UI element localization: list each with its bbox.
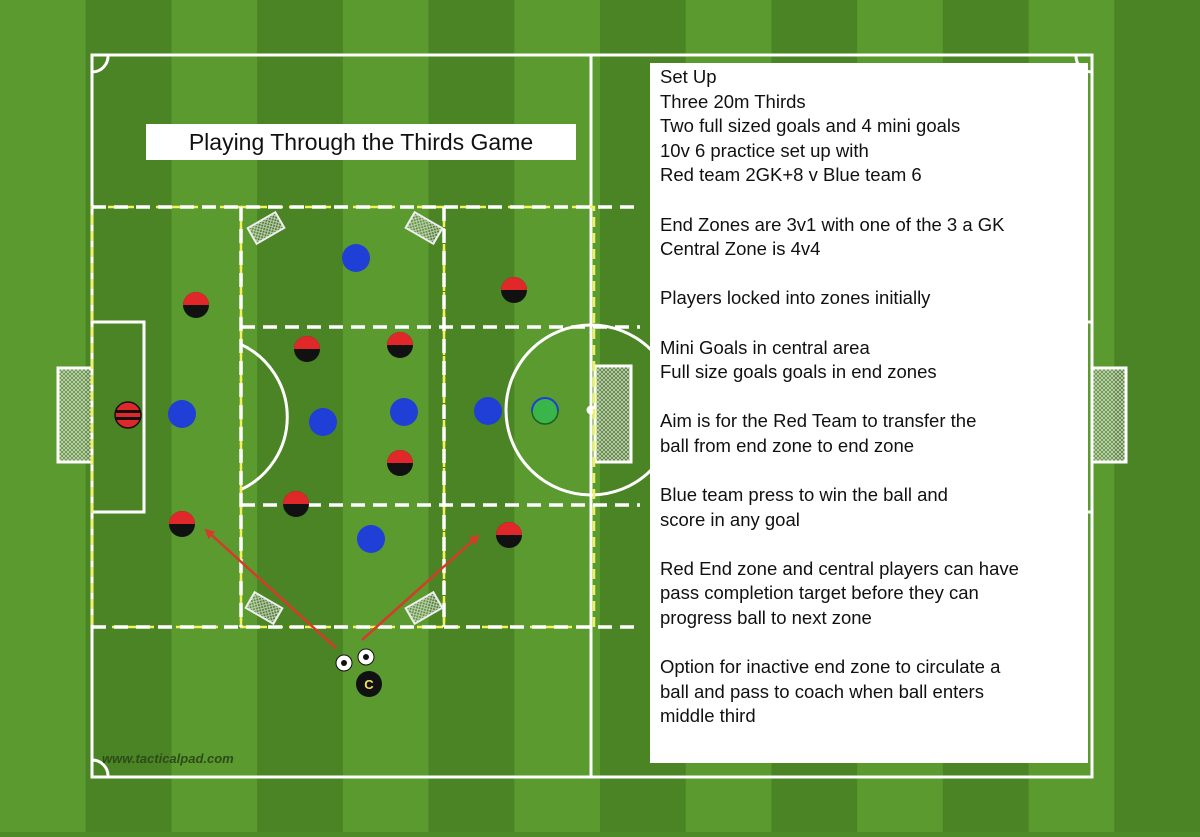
- notes-line: Central Zone is 4v4: [660, 238, 821, 260]
- notes-line: progress ball to next zone: [660, 607, 872, 629]
- red-player: [294, 336, 320, 362]
- red-player: [183, 292, 209, 318]
- mini-goals: [244, 210, 444, 626]
- notes-line: [660, 631, 1088, 656]
- watermark: www.tacticalpad.com: [102, 751, 234, 766]
- blue-player: [474, 397, 502, 425]
- red-player: [169, 511, 195, 537]
- mini-goal-top-right: [404, 210, 444, 246]
- notes-line: Red team 2GK+8 v Blue team 6: [660, 164, 922, 186]
- mini-goal-bottom-right: [404, 590, 444, 626]
- red-player: [283, 491, 309, 517]
- red-player: [387, 450, 413, 476]
- central-full-goal: [593, 364, 633, 464]
- mini-goal-top-left: [246, 210, 286, 246]
- corner-arc-tl: [91, 54, 110, 74]
- coach-marker: C: [356, 671, 382, 697]
- right-goal: [1090, 366, 1128, 464]
- blue-player: [309, 408, 337, 436]
- blue-team: [168, 244, 502, 553]
- red-team: [114, 277, 559, 548]
- white-dashed-lines: [92, 205, 640, 629]
- corner-arc-bl: [91, 758, 110, 778]
- red-player: [501, 277, 527, 303]
- red-player: [496, 522, 522, 548]
- notes-line: Full size goals goals in end zones: [660, 361, 937, 383]
- notes-line: [660, 262, 1088, 287]
- grass-stripe: [1114, 0, 1200, 832]
- left-penalty-arc: [239, 342, 289, 492]
- notes-line: Blue team press to win the ball and: [660, 484, 948, 506]
- notes-line: pass completion target before they can: [660, 582, 979, 604]
- notes-line: [660, 385, 1088, 410]
- balls: [335, 648, 375, 672]
- notes-line: Red End zone and central players can hav…: [660, 557, 1019, 579]
- pass-arrows: [204, 528, 480, 649]
- ball-icon: [335, 654, 353, 672]
- notes-line: [660, 532, 1088, 557]
- notes-line: [660, 311, 1088, 336]
- notes-line: Option for inactive end zone to circulat…: [660, 656, 1001, 678]
- notes-line: 10v 6 practice set up with: [660, 139, 869, 161]
- red-player-gk: [114, 401, 142, 429]
- pass-arrow-left: [204, 528, 337, 649]
- notes-line: [660, 188, 1088, 213]
- mini-goal-bottom-left: [244, 590, 284, 626]
- blue-player: [168, 400, 196, 428]
- blue-player: [342, 244, 370, 272]
- coach-label: C: [364, 677, 374, 692]
- red-player: [387, 332, 413, 358]
- blue-player: [357, 525, 385, 553]
- notes-line: score in any goal: [660, 508, 800, 530]
- notes-line: Aim is for the Red Team to transfer the: [660, 410, 977, 432]
- left-goal: [56, 366, 94, 464]
- notes-line: ball from end zone to end zone: [660, 434, 915, 456]
- notes-line: [660, 459, 1088, 484]
- notes-line: Mini Goals in central area: [660, 336, 870, 358]
- notes-line: Two full sized goals and 4 mini goals: [660, 115, 961, 137]
- notes-line: Players locked into zones initially: [660, 287, 931, 309]
- notes-line: Three 20m Thirds: [660, 90, 806, 112]
- blue-player: [390, 398, 418, 426]
- notes-line: End Zones are 3v1 with one of the 3 a GK: [660, 213, 1005, 235]
- notes-line: ball and pass to coach when ball enters: [660, 680, 984, 702]
- pass-arrow-right: [361, 534, 480, 641]
- diagram-title: Playing Through the Thirds Game: [146, 124, 576, 160]
- red-player-gk-green: [531, 397, 559, 425]
- ball-icon: [357, 648, 375, 666]
- notes-line: middle third: [660, 705, 756, 727]
- notes-line: Set Up: [660, 66, 717, 87]
